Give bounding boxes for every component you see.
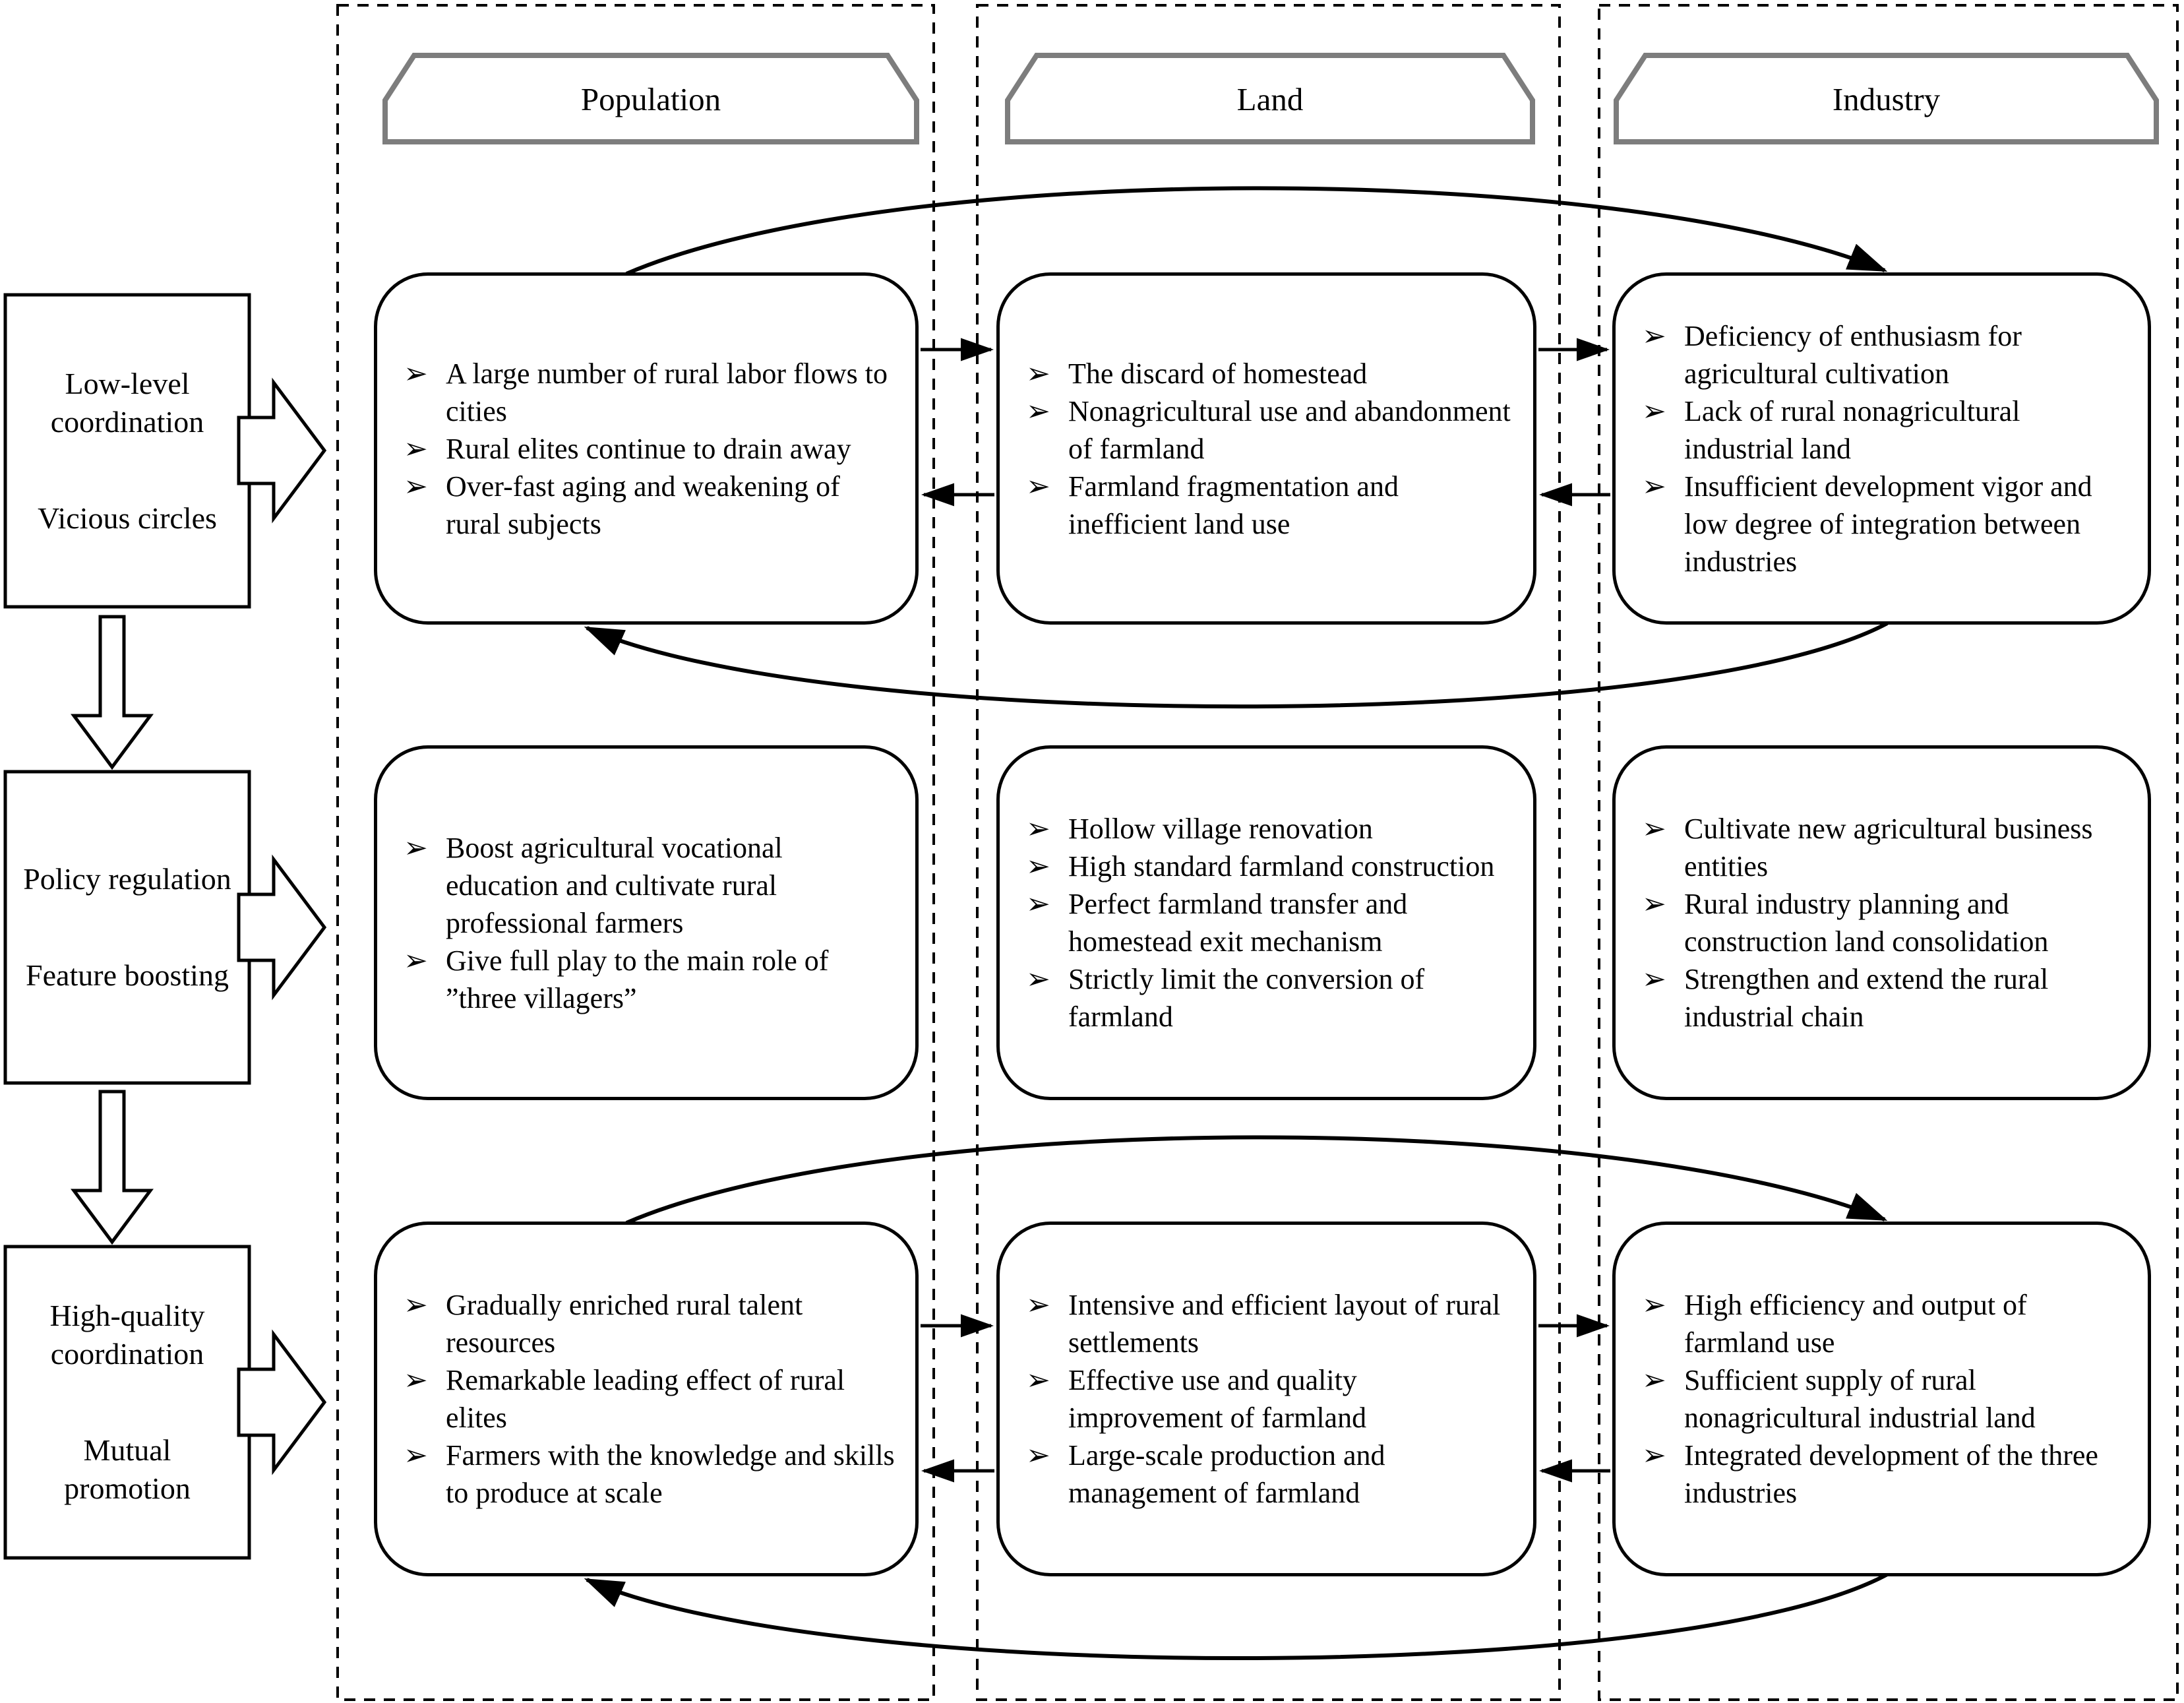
column-header-label: Population: [580, 81, 721, 117]
list-item: ➢ Lack of rural nonagricultural industri…: [1642, 392, 2129, 468]
bullet-arrow-icon: ➢: [1026, 1363, 1050, 1397]
bullet-arrow-icon: ➢: [1642, 1363, 1666, 1397]
industry-header-plaque: [1614, 53, 2159, 144]
list-item: ➢ Gradually enriched rural talent resour…: [404, 1286, 897, 1361]
stage-subtitle: Mutual promotion: [64, 1433, 191, 1505]
list-item: ➢ Rural elites continue to drain away: [404, 430, 897, 468]
bullet-arrow-icon: ➢: [1642, 1439, 1666, 1472]
population-header-plaque: [382, 53, 919, 144]
list-item: ➢ Nonagricultural use and abandonment of…: [1026, 392, 1515, 468]
curve-industry-to-population-row1: [584, 621, 1889, 709]
list-item: ➢ Give full play to the main role of ”th…: [404, 942, 897, 1017]
bullet-arrow-icon: ➢: [404, 1363, 428, 1397]
stage-1-right-block-arrow-icon: [237, 377, 327, 524]
bullet-arrow-icon: ➢: [1026, 394, 1050, 428]
bullet-arrow-icon: ➢: [1026, 469, 1050, 503]
bullet-arrow-icon: ➢: [1026, 1288, 1050, 1322]
list-item: ➢ Remarkable leading effect of rural eli…: [404, 1361, 897, 1437]
list-item: ➢ Deficiency of enthusiasm for agricultu…: [1642, 317, 2129, 392]
column-header-industry: Industry: [1616, 58, 2156, 140]
stage-subtitle: Vicious circles: [38, 501, 217, 535]
bullet-arrow-icon: ➢: [1642, 887, 1666, 921]
list-item: ➢ Over-fast aging and weakening of rural…: [404, 468, 897, 543]
industry-row1-box: ➢ Deficiency of enthusiasm for agricultu…: [1612, 272, 2151, 625]
column-header-population: Population: [385, 58, 917, 140]
stage-title: High-quality coordination: [49, 1299, 205, 1371]
dashed-column-population: [336, 4, 935, 1701]
industry-row2-box: ➢ Cultivate new agricultural business en…: [1612, 745, 2151, 1100]
list-item: ➢ Insufficient development vigor and low…: [1642, 468, 2129, 580]
list-item: ➢ The discard of homestead: [1026, 355, 1515, 392]
dashed-column-land: [976, 4, 1561, 1701]
list-item: ➢ Large-scale production and management …: [1026, 1437, 1515, 1512]
industry-row3-box: ➢ High efficiency and output of farmland…: [1612, 1222, 2151, 1576]
population-row1-box: ➢ A large number of rural labor flows to…: [374, 272, 919, 625]
list-item: ➢ Farmers with the knowledge and skills …: [404, 1437, 897, 1512]
column-header-label: Land: [1236, 81, 1304, 117]
list-item: ➢ Intensive and efficient layout of rura…: [1026, 1286, 1515, 1361]
bullet-arrow-icon: ➢: [1642, 319, 1666, 353]
list-item: ➢ A large number of rural labor flows to…: [404, 355, 897, 430]
list-item: ➢ Strictly limit the conversion of farml…: [1026, 960, 1515, 1036]
bullet-arrow-icon: ➢: [1026, 812, 1050, 846]
stage-3-label: High-quality coordination Mutual promoti…: [5, 1247, 249, 1558]
down-block-arrow-1-icon: [71, 615, 154, 770]
bullet-arrow-icon: ➢: [1026, 356, 1050, 390]
bullet-arrow-icon: ➢: [1642, 469, 1666, 503]
land-header-plaque: [1005, 53, 1535, 144]
list-item: ➢ Sufficient supply of rural nonagricult…: [1642, 1361, 2129, 1437]
bullet-arrow-icon: ➢: [1642, 394, 1666, 428]
land-row1-box: ➢ The discard of homestead ➢ Nonagricult…: [996, 272, 1536, 625]
list-item: ➢ Rural industry planning and constructi…: [1642, 885, 2129, 960]
list-item: ➢ High efficiency and output of farmland…: [1642, 1286, 2129, 1361]
bullet-arrow-icon: ➢: [1642, 1288, 1666, 1322]
bullet-arrow-icon: ➢: [1642, 962, 1666, 996]
stage-1-box: [3, 293, 251, 609]
down-block-arrow-2-icon: [71, 1090, 154, 1245]
bullet-arrow-icon: ➢: [1026, 850, 1050, 883]
bullet-arrow-icon: ➢: [404, 943, 428, 977]
list-item: ➢ Strengthen and extend the rural indust…: [1642, 960, 2129, 1036]
list-item: ➢ High standard farmland construction: [1026, 848, 1515, 885]
list-item: ➢ Hollow village renovation: [1026, 810, 1515, 848]
list-item: ➢ Integrated development of the three in…: [1642, 1437, 2129, 1512]
population-row3-box: ➢ Gradually enriched rural talent resour…: [374, 1222, 919, 1576]
bullet-arrow-icon: ➢: [404, 830, 428, 865]
curve-population-to-industry-row1: [625, 186, 1888, 276]
bullet-arrow-icon: ➢: [1026, 1439, 1050, 1472]
list-item: ➢ Farmland fragmentation and inefficient…: [1026, 468, 1515, 543]
bullet-arrow-icon: ➢: [404, 469, 428, 503]
stage-1-label: Low-level coordination Vicious circles: [5, 295, 249, 607]
bullet-arrow-icon: ➢: [1026, 962, 1050, 996]
stage-2-label: Policy regulation Feature boosting: [5, 772, 249, 1083]
column-header-label: Industry: [1832, 81, 1941, 117]
stage-2-right-block-arrow-icon: [237, 854, 327, 1001]
bullet-arrow-icon: ➢: [404, 1288, 428, 1322]
stage-title: Policy regulation: [23, 862, 231, 896]
bullet-arrow-icon: ➢: [404, 356, 428, 390]
column-header-land: Land: [1008, 58, 1532, 140]
population-row2-box: ➢ Boost agricultural vocational educatio…: [374, 745, 919, 1100]
land-row3-box: ➢ Intensive and efficient layout of rura…: [996, 1222, 1536, 1576]
curve-industry-to-population-row3: [584, 1572, 1889, 1660]
list-item: ➢ Effective use and quality improvement …: [1026, 1361, 1515, 1437]
bullet-arrow-icon: ➢: [1026, 887, 1050, 921]
list-item: ➢ Perfect farmland transfer and homestea…: [1026, 885, 1515, 960]
bullet-arrow-icon: ➢: [404, 431, 428, 466]
curve-population-to-industry-row3: [625, 1135, 1888, 1225]
list-item: ➢ Cultivate new agricultural business en…: [1642, 810, 2129, 885]
bullet-arrow-icon: ➢: [1642, 812, 1666, 846]
land-row2-box: ➢ Hollow village renovation ➢ High stand…: [996, 745, 1536, 1100]
list-item: ➢ Boost agricultural vocational educatio…: [404, 829, 897, 942]
stage-title: Low-level coordination: [50, 366, 204, 439]
stage-subtitle: Feature boosting: [26, 958, 229, 992]
stage-3-right-block-arrow-icon: [237, 1329, 327, 1475]
bullet-arrow-icon: ➢: [404, 1439, 428, 1472]
dashed-column-industry: [1598, 4, 2179, 1701]
